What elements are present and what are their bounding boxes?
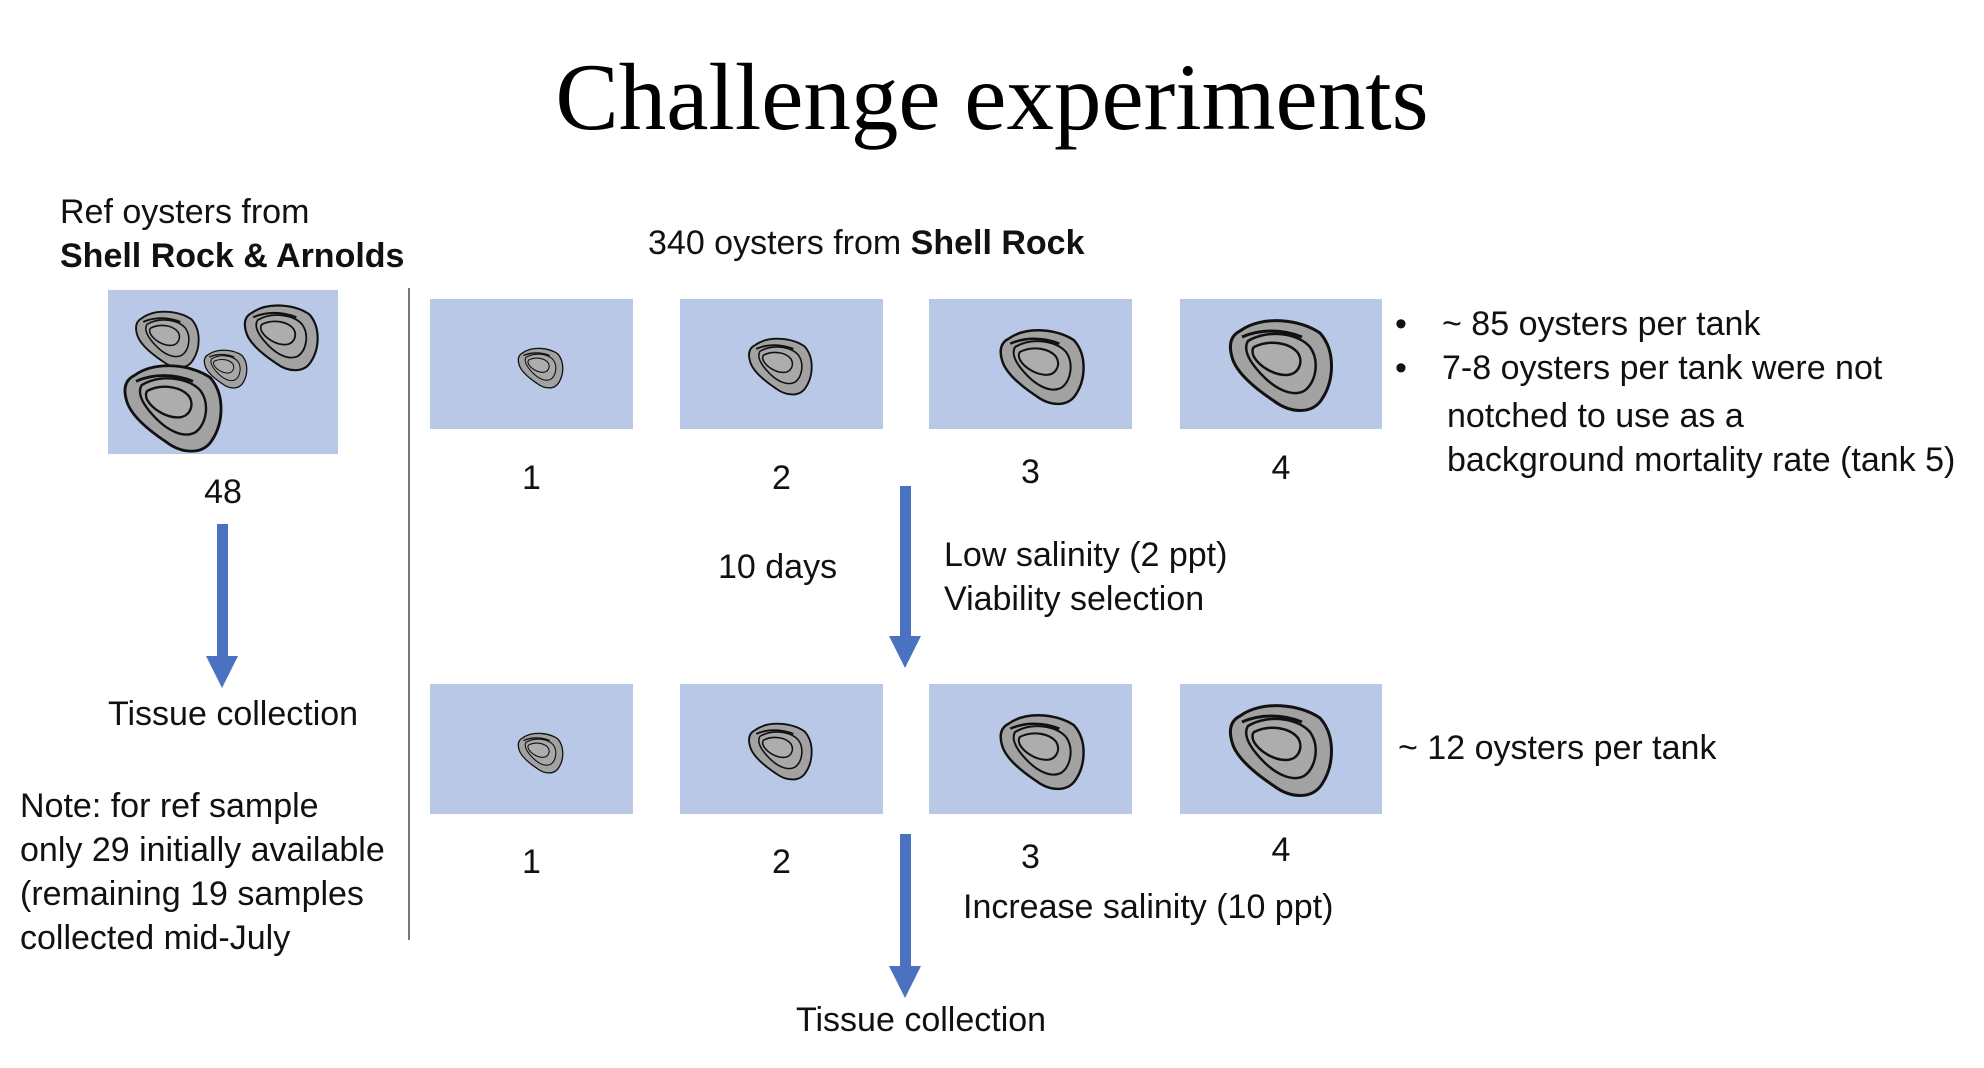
tank-label-2-bottom: 2 — [772, 843, 791, 881]
oyster-icon — [999, 329, 1085, 406]
treatment-line-1: Low salinity (2 ppt) — [944, 536, 1228, 574]
treatment-line-2: Viability selection — [944, 580, 1205, 618]
duration-label: 10 days — [718, 548, 838, 586]
ref-note-line-4: collected mid-July — [20, 919, 291, 957]
oyster-icon — [517, 732, 564, 774]
bullet-continuation-1: notched to use as a — [1447, 397, 1744, 435]
ref-tissue-collection: Tissue collection — [108, 695, 359, 733]
ref-count: 48 — [204, 473, 242, 511]
tank-label-1-bottom: 1 — [522, 843, 541, 881]
tank-1-before — [430, 299, 633, 429]
column-divider — [408, 288, 410, 940]
tank-label-3-top: 3 — [1021, 453, 1040, 491]
tank-2-after — [680, 684, 883, 814]
tank-4-before — [1180, 299, 1382, 429]
tank-label-2-top: 2 — [772, 459, 791, 497]
tank-label-3-bottom: 3 — [1021, 838, 1040, 876]
tank-label-4-bottom: 4 — [1271, 831, 1291, 869]
tank-4-after — [1180, 684, 1382, 814]
tank-3-before — [929, 299, 1132, 429]
ref-tank — [108, 290, 338, 454]
tank-1-after — [430, 684, 633, 814]
main-source-site: Shell Rock — [910, 224, 1085, 262]
bullet-continuation-2: background mortality rate (tank 5) — [1447, 441, 1956, 479]
tank-label-4-top: 4 — [1271, 449, 1291, 487]
selection-down-arrow — [900, 486, 911, 638]
recovery-label: Increase salinity (10 ppt) — [963, 888, 1334, 926]
recovery-arrow-head — [889, 966, 921, 998]
ref-note-line-2: only 29 initially available — [20, 831, 385, 869]
oyster-icon — [748, 337, 813, 396]
oyster-icon — [1228, 704, 1333, 797]
tank-3-after — [929, 684, 1132, 814]
ref-source-label: Ref oysters from — [60, 193, 310, 231]
tank-label-1-top: 1 — [522, 459, 541, 497]
tank-notes-list: ~ 85 oysters per tank 7-8 oysters per ta… — [1395, 302, 1882, 390]
ref-note-line-1: Note: for ref sample — [20, 787, 319, 825]
main-tissue-collection: Tissue collection — [796, 1001, 1047, 1039]
ref-down-arrow — [217, 524, 228, 658]
recovery-down-arrow — [900, 834, 911, 968]
after-count-label: ~ 12 oysters per tank — [1398, 729, 1717, 767]
page-title: Challenge experiments — [555, 44, 1429, 150]
ref-note-line-3: (remaining 19 samples — [20, 875, 364, 913]
main-source-prefix: 340 oysters from — [648, 224, 911, 262]
oyster-icon — [748, 722, 813, 781]
oyster-icon — [1228, 319, 1333, 412]
bullet-not-notched: 7-8 oysters per tank were not — [1395, 346, 1882, 390]
bullet-oysters-per-tank: ~ 85 oysters per tank — [1395, 302, 1882, 346]
oyster-icon — [517, 347, 564, 389]
ref-oysters-icon — [123, 304, 319, 453]
tank-2-before — [680, 299, 883, 429]
ref-source-sites: Shell Rock & Arnolds — [60, 237, 405, 275]
ref-arrow-head — [206, 656, 238, 688]
main-source-label: 340 oysters from Shell Rock — [648, 221, 1085, 265]
oyster-icon — [999, 714, 1085, 791]
selection-arrow-head — [889, 636, 921, 668]
